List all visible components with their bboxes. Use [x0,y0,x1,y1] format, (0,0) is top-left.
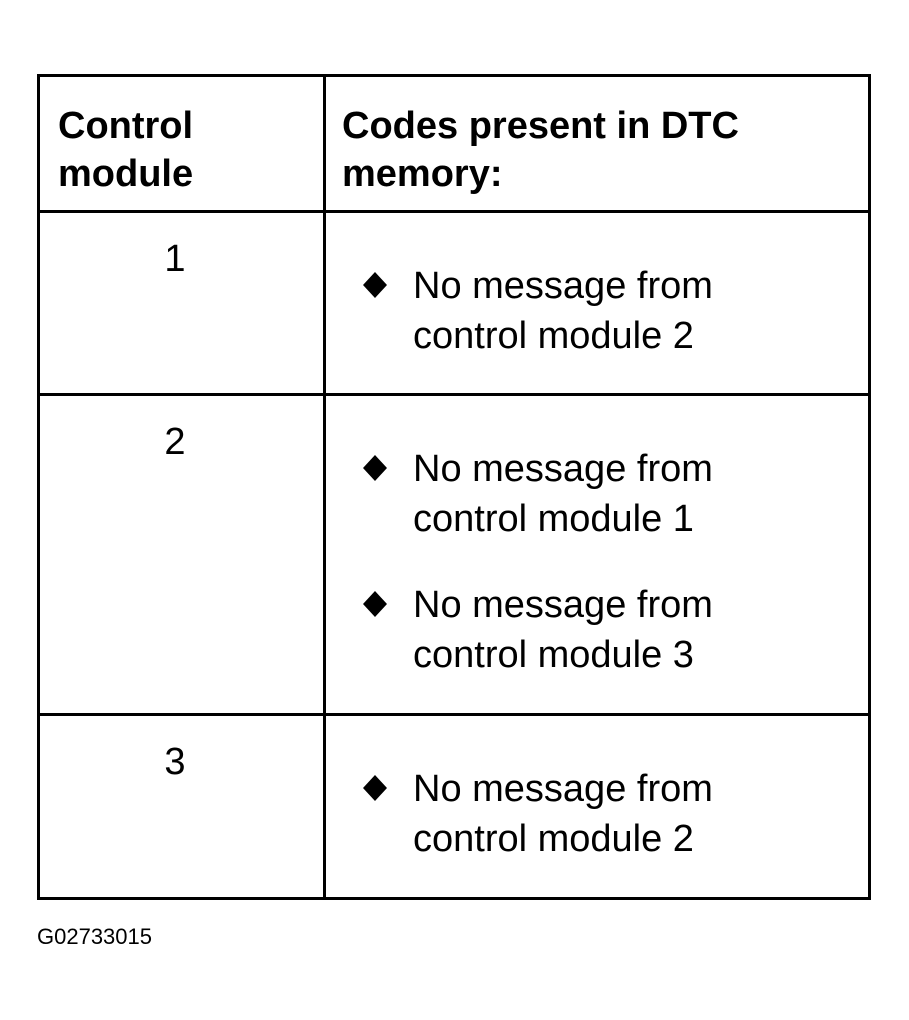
table-row: 3 No message from control module 2 [40,716,868,897]
dtc-table: Control module Codes present in DTC memo… [37,74,871,900]
code-item: No message from control module 1 [361,444,841,544]
code-list: No message from control module 1 No mess… [361,444,841,680]
row-divider [40,210,868,213]
diamond-bullet-icon [363,775,387,801]
row-divider [40,393,868,396]
code-item: No message from control module 2 [361,764,841,864]
header-codes-present: Codes present in DTC memory: [326,77,868,198]
diamond-bullet-icon [363,455,387,481]
code-text-line: control module 1 [413,498,694,540]
code-text-line: No message from [413,265,713,307]
table-row: 2 No message from control module 1 No me… [40,396,868,713]
code-text-line: control module 3 [413,634,694,676]
header-control-module: Control module [40,77,323,198]
diamond-bullet-icon [363,591,387,617]
code-text-line: control module 2 [413,818,694,860]
module-number: 3 [164,741,186,783]
header-control-module-line: Control [58,105,194,147]
code-text-line: No message from [413,448,713,490]
code-list: No message from control module 2 [361,764,841,864]
code-text-line: No message from [413,768,713,810]
header-control-module-line: module [58,153,194,195]
figure-id: G02733015 [37,924,152,949]
code-text-line: control module 2 [413,315,694,357]
table-row: 1 No message from control module 2 [40,213,868,393]
module-number: 1 [164,238,186,280]
diamond-bullet-icon [363,272,387,298]
code-item: No message from control module 3 [361,580,841,680]
column-divider [323,77,326,897]
code-list: No message from control module 2 [361,261,841,361]
code-item: No message from control module 2 [361,261,841,361]
module-number: 2 [164,421,186,463]
code-text-line: No message from [413,584,713,626]
header-codes-present-line: memory: [342,153,503,195]
row-divider [40,713,868,716]
header-codes-present-line: Codes present in DTC [342,105,739,147]
